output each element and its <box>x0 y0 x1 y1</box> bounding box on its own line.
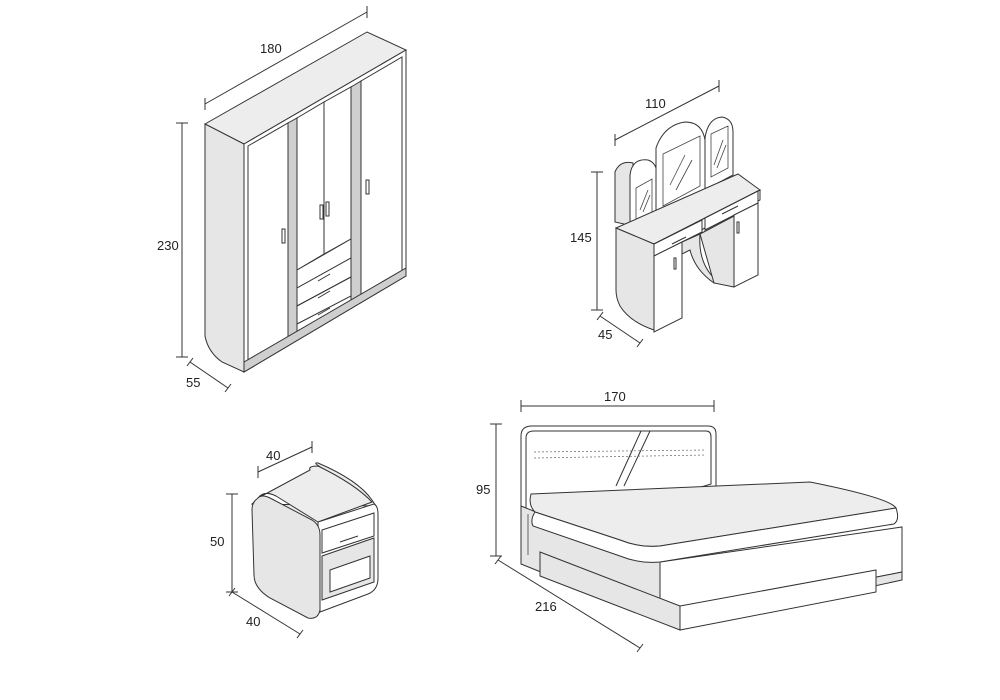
nightstand-width-label: 40 <box>266 448 280 463</box>
bed-length-label: 216 <box>535 599 557 614</box>
bed-width-label: 170 <box>604 389 626 404</box>
nightstand-depth-label: 40 <box>246 614 260 629</box>
dressing-table <box>591 80 761 348</box>
dressing-table-width-label: 110 <box>645 96 666 111</box>
dressing-table-depth-label: 45 <box>598 327 612 342</box>
bed-height-label: 95 <box>476 482 490 497</box>
wardrobe-width-label: 180 <box>260 41 282 56</box>
wardrobe <box>176 6 408 393</box>
dressing-table-height-label: 145 <box>570 230 592 245</box>
nightstand-height-label: 50 <box>210 534 224 549</box>
wardrobe-height-label: 230 <box>157 238 179 253</box>
bed <box>490 400 903 653</box>
nightstand <box>226 441 379 639</box>
wardrobe-depth-label: 55 <box>186 375 200 390</box>
